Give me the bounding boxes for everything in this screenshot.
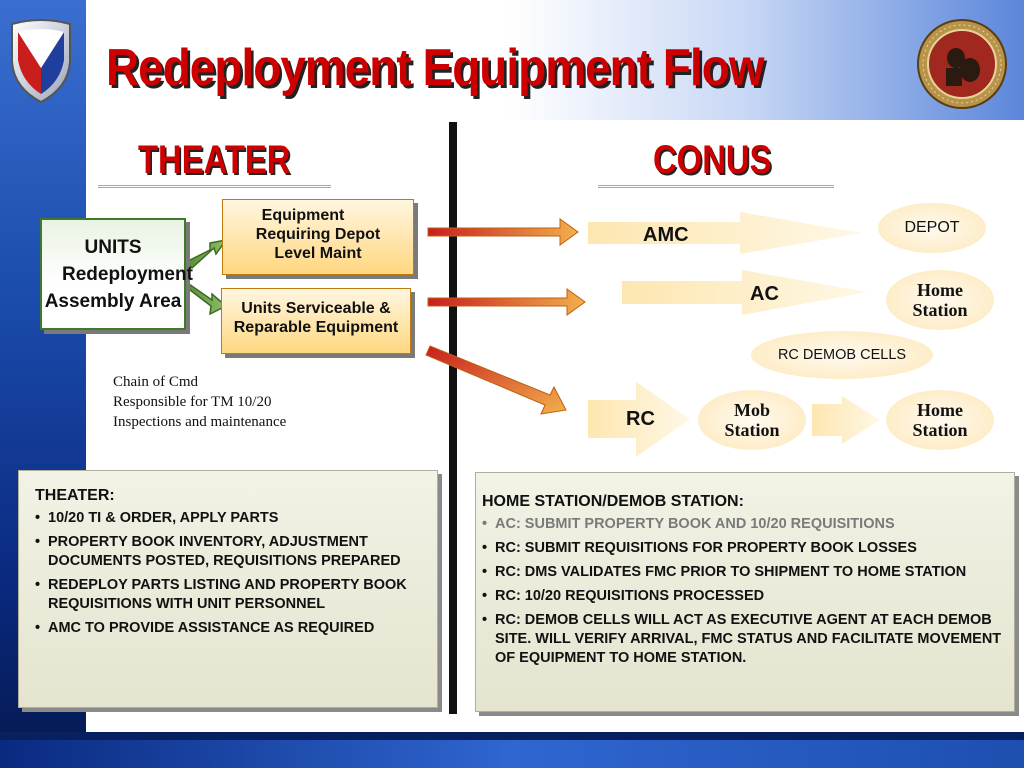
- home-station-1-line-1: Home: [917, 280, 963, 300]
- theater-panel-heading: THEATER:: [35, 487, 115, 504]
- depot-box-line-1: Equipment: [261, 207, 345, 224]
- list-item: RC: 10/20 REQUISITIONS PROCESSED: [482, 587, 1004, 606]
- list-item: PROPERTY BOOK INVENTORY, ADJUSTMENT DOCU…: [35, 533, 427, 571]
- home-station-2-line-1: Home: [917, 400, 963, 420]
- home-station-oval-rc: Home Station: [886, 390, 994, 450]
- theater-heading: THEATER: [138, 138, 291, 182]
- serviceable-line-1: Units Serviceable &: [241, 300, 391, 317]
- mob-station-oval: Mob Station: [698, 390, 806, 450]
- mob-station-line-2: Station: [724, 420, 780, 440]
- theater-underline: [98, 185, 331, 188]
- units-assembly-box: UNITS Redeployment Assembly Area: [40, 218, 193, 330]
- serviceable-line-2: Reparable Equipment: [233, 319, 399, 336]
- green-arrow-upper: [184, 238, 228, 270]
- depot-label: DEPOT: [904, 219, 960, 236]
- mob-to-home-arrow: [812, 396, 880, 444]
- rc-label: RC: [626, 408, 655, 430]
- mob-station-line-1: Mob: [733, 400, 770, 420]
- depot-oval: DEPOT: [878, 203, 986, 253]
- note-line-1: Chain of Cmd: [113, 374, 198, 390]
- serviceable-equipment-box: Units Serviceable & Reparable Equipment: [221, 288, 411, 354]
- ac-label: AC: [750, 283, 779, 305]
- home-station-panel: HOME STATION/DEMOB STATION: AC: SUBMIT P…: [475, 472, 1015, 712]
- depot-maint-box: Equipment Requiring Depot Level Maint: [222, 199, 414, 275]
- green-arrow-lower: [185, 281, 228, 316]
- home-station-oval-ac: Home Station: [886, 270, 994, 330]
- top-gradient-band: [86, 0, 1024, 120]
- chain-of-command-note: Chain of Cmd Responsible for TM 10/20 In…: [113, 372, 286, 432]
- note-line-3: Inspections and maintenance: [113, 414, 287, 430]
- page-title: Redeployment Equipment Flow: [106, 39, 764, 97]
- depot-box-line-3: Level Maint: [274, 245, 362, 262]
- ac-arrow: [622, 270, 868, 315]
- units-line-2: Redeployment: [62, 264, 193, 285]
- command-seal-icon: [917, 19, 1007, 109]
- note-line-2: Responsible for TM 10/20: [113, 394, 272, 410]
- red-arrow-rc: [425, 345, 567, 415]
- theater-panel-list: 10/20 TI & ORDER, APPLY PARTS PROPERTY B…: [35, 509, 427, 638]
- list-item: AMC TO PROVIDE ASSISTANCE AS REQUIRED: [35, 619, 427, 638]
- home-station-2-line-2: Station: [912, 420, 968, 440]
- conus-underline: [598, 185, 834, 188]
- bottom-blue-band: [0, 732, 1024, 768]
- list-item: 10/20 TI & ORDER, APPLY PARTS: [35, 509, 427, 528]
- units-line-3: Assembly Area: [44, 291, 182, 312]
- shield-logo-icon: [11, 19, 71, 104]
- rc-demob-cells-label: RC DEMOB CELLS: [777, 347, 907, 363]
- rc-demob-cells-oval: RC DEMOB CELLS: [751, 331, 933, 379]
- theater-conus-divider: [449, 122, 457, 714]
- list-item: REDEPLOY PARTS LISTING AND PROPERTY BOOK…: [35, 576, 427, 614]
- conus-heading: CONUS: [653, 138, 772, 182]
- red-arrow-ac: [427, 288, 586, 316]
- home-panel-heading: HOME STATION/DEMOB STATION:: [482, 493, 744, 510]
- depot-box-line-2: Requiring Depot: [255, 226, 381, 243]
- home-panel-list: AC: SUBMIT PROPERTY BOOK AND 10/20 REQUI…: [482, 515, 1004, 668]
- list-item: RC: DMS VALIDATES FMC PRIOR TO SHIPMENT …: [482, 563, 1004, 582]
- red-arrow-amc: [427, 218, 579, 246]
- amc-arrow: [588, 212, 862, 254]
- list-item: RC: SUBMIT REQUISITIONS FOR PROPERTY BOO…: [482, 539, 1004, 558]
- theater-panel: THEATER: 10/20 TI & ORDER, APPLY PARTS P…: [18, 470, 438, 708]
- list-item: AC: SUBMIT PROPERTY BOOK AND 10/20 REQUI…: [482, 515, 1004, 534]
- rc-arrow: [588, 382, 690, 457]
- list-item: RC: DEMOB CELLS WILL ACT AS EXECUTIVE AG…: [482, 611, 1004, 668]
- amc-label: AMC: [643, 224, 689, 246]
- units-line-1: UNITS: [84, 237, 142, 258]
- home-station-1-line-2: Station: [912, 300, 968, 320]
